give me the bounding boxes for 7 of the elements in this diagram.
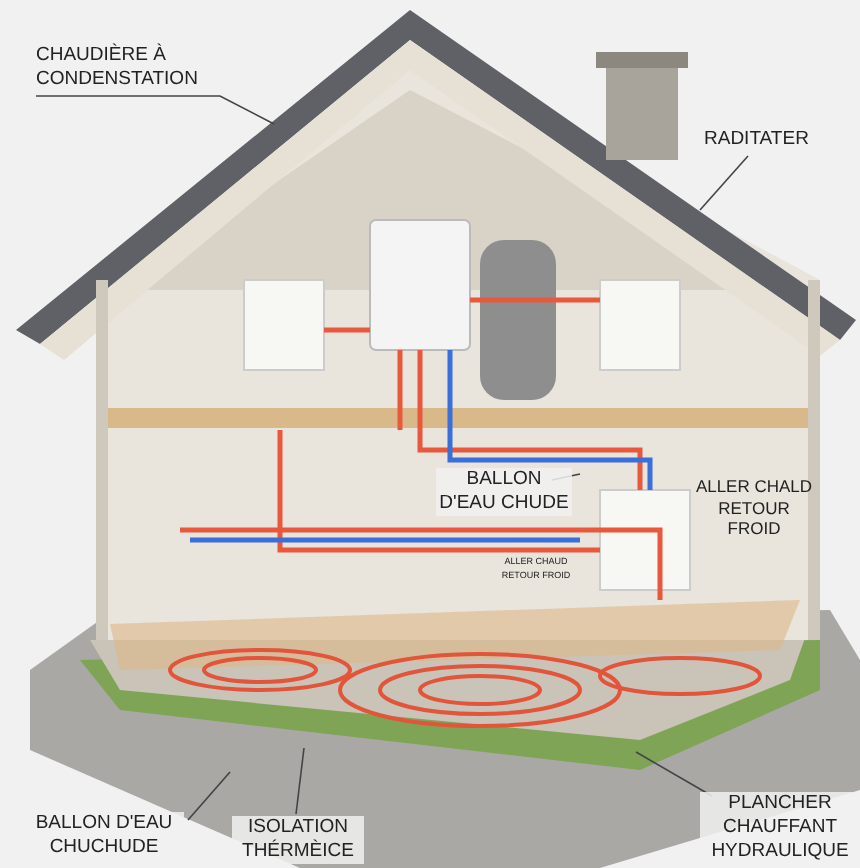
callout-label: ISOLATION THÉRMÈICE bbox=[232, 816, 364, 864]
leader-line bbox=[699, 155, 749, 211]
leader-line bbox=[295, 747, 305, 815]
leader-line bbox=[35, 95, 275, 125]
leader-line bbox=[187, 771, 231, 821]
callout-label: BALLON D'EAU CHUDE bbox=[436, 468, 572, 516]
pipe-label: ALLER CHALD RETOUR FROID bbox=[693, 476, 815, 539]
